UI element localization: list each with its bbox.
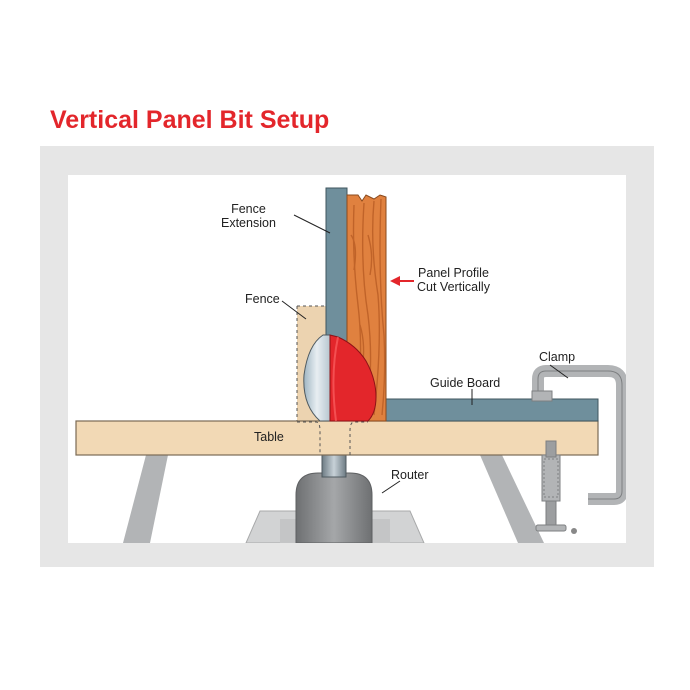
diagram-canvas: Fence Extension Panel Profile Cut Vertic… [68, 175, 626, 543]
clamp [531, 365, 626, 534]
table-top [75, 420, 599, 456]
panel-profile-label-line1: Panel Profile [418, 266, 489, 280]
setup-illustration [75, 187, 626, 543]
fence-extension-label-line1: Fence [231, 202, 266, 216]
router-label: Router [391, 468, 429, 482]
guide-board-label: Guide Board [430, 376, 501, 390]
fence-extension-label: Fence Extension [221, 202, 276, 230]
router-bit [303, 334, 377, 422]
stand-legs [123, 455, 544, 543]
panel-profile-label-line2: Cut Vertically [417, 280, 490, 294]
router-body [295, 472, 373, 543]
leader-lines [281, 214, 569, 494]
panel-profile-arrow [390, 276, 414, 286]
table-throat [297, 421, 368, 455]
clamp-label: Clamp [539, 350, 576, 364]
guide-board [385, 398, 599, 422]
fence-label: Fence [245, 292, 280, 306]
diagram-title: Vertical Panel Bit Setup [50, 106, 330, 134]
fence-extension-label-line2: Extension [221, 216, 276, 230]
table-label: Table [254, 430, 284, 444]
panel-profile-label: Panel Profile Cut Vertically [417, 266, 490, 294]
